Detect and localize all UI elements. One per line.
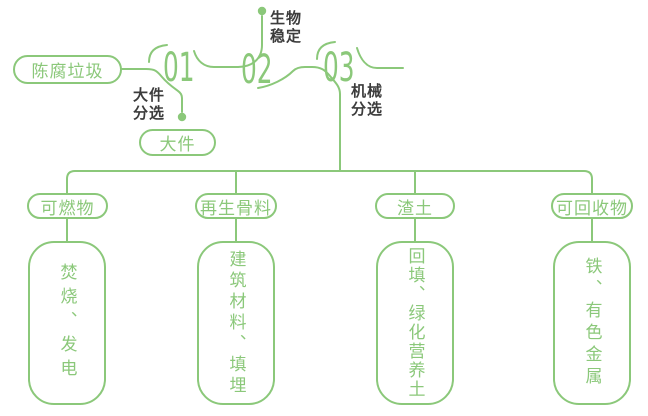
step-number-2: 02 (241, 47, 273, 93)
bio-stabilize-line (237, 15, 263, 68)
result-box-slag-soil: 回填、绿化营养土 (376, 241, 454, 405)
category-pill-recycled-aggregate: 再生骨料 (195, 193, 277, 219)
timeline-segment-02-03 (257, 66, 313, 89)
category-pill-recyclables: 可回收物 (551, 193, 633, 219)
process-label-mechanical-sorting: 机械 分选 (351, 83, 383, 119)
category-label: 可回收物 (556, 198, 628, 218)
step-number-3: 03 (323, 45, 355, 91)
timeline-tail (356, 47, 404, 69)
process-label-line: 分选 (133, 105, 166, 122)
bulky-items-label: 大件 (159, 135, 196, 154)
bio-stabilize-dot (257, 6, 267, 16)
category-pill-combustibles: 可燃物 (27, 193, 108, 219)
process-label-bulky-sorting: 大件 分选 (133, 87, 165, 123)
result-text: 铁、有色金属 (582, 257, 602, 389)
source-label: 陈腐垃圾 (31, 62, 104, 81)
process-label-bio-stabilization: 生物 稳定 (270, 10, 302, 46)
process-label-line: 大件 (133, 87, 166, 104)
timeline-segment-01-02 (193, 50, 239, 68)
process-label-line: 生物 (270, 10, 303, 27)
result-box-combustibles: 焚烧、发电 (28, 241, 106, 405)
result-box-recyclables: 铁、有色金属 (553, 241, 631, 405)
swash-arc-01 (148, 44, 168, 63)
category-pill-slag-soil: 渣土 (375, 193, 455, 219)
process-label-line: 机械 (351, 83, 384, 100)
timeline-segment-source (121, 68, 183, 113)
process-label-line: 分选 (351, 101, 384, 118)
source-pill-aged-waste: 陈腐垃圾 (13, 55, 122, 84)
category-label: 渣土 (397, 198, 433, 218)
result-text: 建筑材料、填埋 (226, 249, 246, 397)
category-label: 可燃物 (40, 198, 95, 218)
result-text: 焚烧、发电 (57, 263, 77, 383)
category-label: 再生骨料 (200, 198, 272, 218)
bulky-items-pill: 大件 (139, 129, 216, 156)
step-number-1: 01 (163, 45, 195, 91)
swash-arc-03 (316, 41, 336, 60)
distribution-line (66, 170, 593, 194)
mechanical-drop-line (311, 66, 341, 171)
result-text: 回填、绿化营养土 (405, 247, 425, 399)
bulky-drop-dot (177, 112, 187, 122)
result-box-recycled-aggregate: 建筑材料、填埋 (197, 241, 275, 405)
process-label-line: 稳定 (270, 28, 303, 45)
